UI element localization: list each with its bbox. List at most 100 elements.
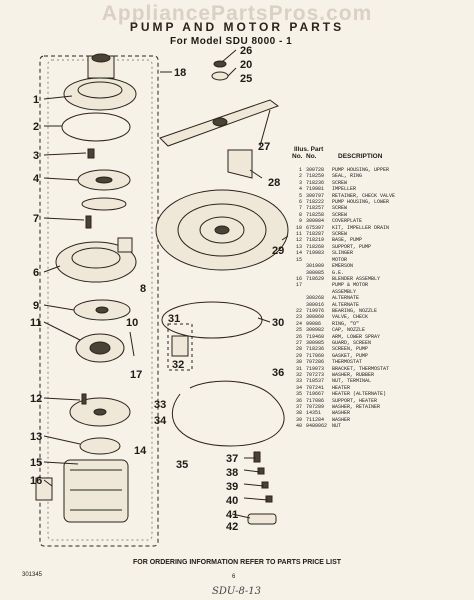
- part-no-cell: 718260: [306, 243, 325, 250]
- description-cell: BLENDER ASSEMBLY: [332, 275, 381, 282]
- part-no-cell: 300860: [306, 314, 325, 321]
- part-no-cell: 718236: [306, 346, 325, 353]
- illus-no-cell: 37: [295, 404, 302, 411]
- callout-29: 29: [272, 245, 284, 257]
- header-description: DESCRIPTION: [338, 153, 383, 160]
- illus-no-cell: 1: [298, 167, 302, 173]
- callout-11: 11: [30, 317, 42, 329]
- callout-25: 25: [240, 73, 252, 85]
- part-no-cell: 711284: [306, 416, 325, 423]
- description-cell: SCREW: [332, 231, 348, 238]
- callout-38: 38: [226, 467, 238, 479]
- nozzle-cap: [211, 60, 229, 81]
- part-no-cell: 14351: [306, 410, 322, 417]
- pump-base: [69, 393, 131, 427]
- part-no-cell: 718257: [306, 205, 325, 212]
- description-cell: ALTERNATE: [332, 295, 360, 302]
- header-part-no: No.: [306, 153, 317, 160]
- coverplate: [73, 299, 131, 321]
- pump-support: [79, 437, 121, 455]
- callout-8: 8: [140, 283, 146, 295]
- illus-no-cell: 26: [295, 333, 302, 340]
- description-cell: SUPPORT, HEATER: [332, 397, 378, 404]
- part-no-cell: 719976: [306, 307, 325, 314]
- parts-table-row: ASSEMBLY: [292, 289, 472, 295]
- parts-table-header: Illus. Part No. No. DESCRIPTION: [292, 146, 470, 160]
- part-no-cell: 718259: [306, 173, 325, 180]
- description-cell: ALTERNATE: [332, 301, 360, 308]
- description-cell: WASHER: [332, 410, 351, 417]
- illus-no-cell: 3: [298, 179, 302, 186]
- callout-16: 16: [30, 475, 42, 487]
- handwritten-note: SDU-8-13: [212, 586, 261, 597]
- description-cell: SCREW: [332, 179, 348, 186]
- part-no-cell: 707286: [306, 359, 325, 366]
- upper-pump-housing: [63, 53, 137, 111]
- illus-no-cell: 34: [295, 384, 302, 391]
- callout-17: 17: [130, 369, 142, 381]
- illus-no-cell: 28: [295, 346, 302, 353]
- illus-no-cell: 24: [295, 320, 302, 327]
- part-no-cell: 300982: [306, 327, 325, 334]
- part-no-cell: 707273: [306, 372, 325, 378]
- part-no-cell: 99086: [306, 320, 322, 327]
- impeller: [77, 169, 131, 191]
- screw-7: [85, 215, 92, 229]
- heater: [171, 380, 285, 447]
- description-cell: VALVE, CHECK: [332, 314, 369, 321]
- part-no-cell: 300268: [306, 295, 325, 302]
- illus-no-cell: 16: [295, 275, 302, 282]
- callout-3: 3: [33, 150, 39, 162]
- illus-no-cell: 13: [295, 243, 302, 250]
- callout-36: 36: [272, 367, 284, 379]
- illus-no-cell: 17: [295, 282, 302, 289]
- callout-4: 4: [33, 173, 40, 185]
- callout-13: 13: [30, 431, 42, 443]
- illus-no-cell: 7: [298, 205, 302, 212]
- lower-spray-arm: [159, 99, 280, 147]
- callout-7: 7: [33, 213, 39, 225]
- description-cell: NUT, TERMINAL: [332, 378, 372, 385]
- callout-15: 15: [30, 457, 42, 469]
- callout-30: 30: [272, 317, 284, 329]
- part-no-cell: 719983: [306, 250, 325, 257]
- callout-42: 42: [226, 521, 238, 533]
- illus-no-cell: 15: [295, 256, 302, 263]
- part-no-cell: 719073: [306, 365, 325, 372]
- part-no-cell: 300085: [306, 269, 325, 276]
- illus-no-cell: 6: [298, 199, 302, 206]
- page-title: PUMP AND MOTOR PARTS: [129, 20, 345, 34]
- description-cell: ARM, LOWER SPRAY: [332, 333, 381, 340]
- pump-screen: [155, 189, 289, 271]
- illus-no-cell: 39: [295, 416, 302, 423]
- part-no-cell: 719981: [306, 186, 325, 193]
- thermostat: [167, 323, 193, 371]
- description-cell: BRACKET, THERMOSTAT: [332, 365, 390, 372]
- screen-guard: [227, 149, 253, 179]
- description-cell: WASHER, RUBBER: [332, 372, 375, 378]
- description-cell: SLINGER: [332, 250, 354, 257]
- illus-no-cell: 29: [295, 352, 302, 359]
- description-cell: HEATER: [332, 384, 351, 391]
- part-no-cell: 675397: [306, 224, 325, 231]
- description-cell: BASE, PUMP: [332, 237, 363, 244]
- callout-9: 9: [33, 300, 39, 312]
- description-cell: IMPELLER: [332, 186, 357, 193]
- illus-no-cell: 38: [295, 410, 302, 417]
- illus-no-cell: 32: [295, 372, 302, 378]
